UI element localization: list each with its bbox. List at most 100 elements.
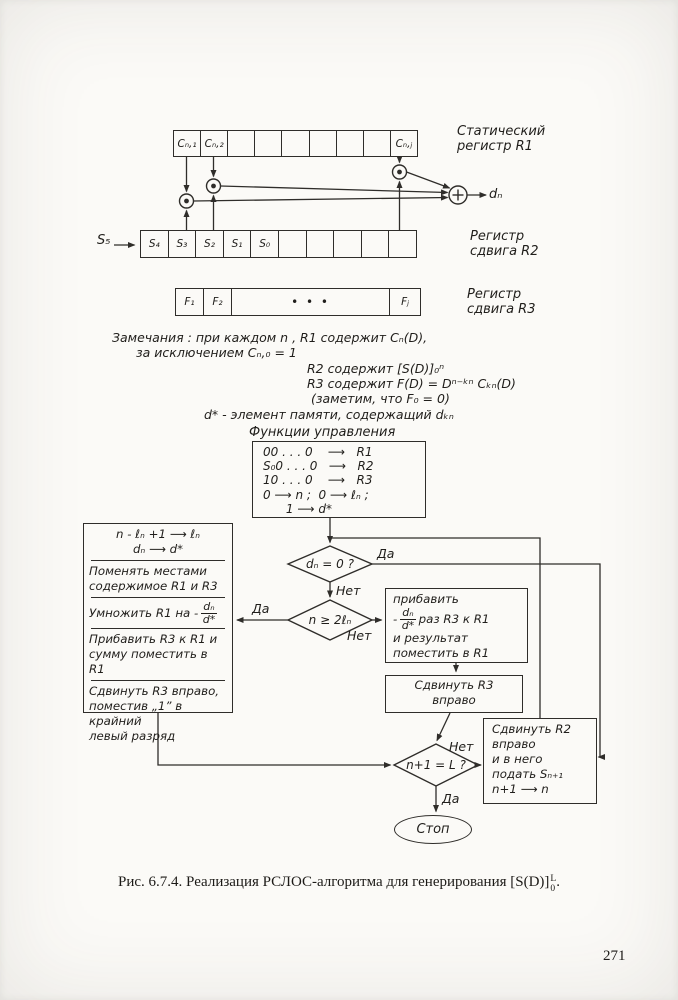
stop-label: Стоп [416, 822, 450, 837]
fraction-denominator: d* [202, 612, 216, 626]
stop-terminal: Стоп [394, 815, 472, 844]
caption-superscript: L [550, 874, 557, 884]
note-line-2: за исключением Cₙ,₀ = 1 [136, 345, 297, 360]
caption-text: Рис. 6.7.4. Реализация РСЛОС-алгоритма д… [118, 874, 550, 890]
adder-icon [448, 185, 468, 205]
addbox-fraction-line: - dₙ d* раз R3 к R1 [393, 607, 520, 631]
r1-cell [255, 131, 283, 156]
control-line-1: 00 . . . 0 ⟶ R1 [263, 445, 373, 459]
fraction-numerator: dₙ [400, 606, 416, 620]
swap-procedure-box: n - ℓₙ +1 ⟶ ℓₙ dₙ ⟶ d* Поменять местами … [83, 523, 233, 743]
shiftr3-line-2: вправо [432, 693, 476, 707]
mult2-to-adder-line [220, 185, 449, 196]
static-register-r1: Cₙ,₁ Cₙ,₂ Cₙ,ⱼ [173, 130, 418, 157]
r2-cell [334, 231, 362, 257]
s5-input-label: S₅ [97, 233, 111, 248]
fraction-denominator: d* [401, 618, 415, 632]
r2-cell: S₃ [169, 231, 197, 257]
mult3-to-adder-line [406, 171, 451, 189]
shiftr2-line-2: вправо [492, 737, 536, 751]
caption-subscript: 0 [550, 883, 556, 894]
divider [91, 680, 225, 682]
adder-circle [448, 185, 468, 205]
yes-label: Да [442, 791, 460, 806]
minus-sign: - [393, 611, 398, 626]
leftbox-line-4: содержимое R1 и R3 [89, 579, 218, 593]
divider [91, 628, 225, 630]
leftbox-line-8: Сдвинуть R3 вправо, [89, 684, 220, 699]
no-label: Нет [336, 583, 361, 598]
r1-label-line2: регистр R1 [457, 139, 533, 154]
note-line-4: R3 содержит F(D) = Dⁿ⁻ᵏⁿ Cₖₙ(D) [307, 376, 516, 391]
decision-dn-zero-label: dₙ = 0 ? [306, 557, 354, 571]
no-label: Нет [449, 739, 474, 754]
multiplier-icon [178, 193, 195, 209]
control-line-5: 1 ⟶ d* [263, 501, 332, 516]
yes-label: Да [252, 601, 270, 616]
decision-n1-L-label: n+1 = L ? [406, 758, 466, 772]
addbox-line-2-text: раз R3 к R1 [418, 611, 490, 626]
multiplier-dot [211, 183, 216, 189]
r2-cell: S₄ [141, 231, 169, 257]
multiplier-icon [391, 164, 408, 180]
control-title: Функции управления [249, 425, 396, 440]
multiplier-dot [184, 198, 189, 204]
r2-cell [389, 231, 416, 257]
fraction: dₙ d* [400, 606, 416, 632]
control-line-3: 10 . . . 0 ⟶ R3 [263, 473, 373, 488]
control-line-4: 0 ⟶ n ; 0 ⟶ ℓₙ ; [263, 487, 369, 502]
leftbox-multiply-line: Умножить R1 на - dₙ d* [89, 601, 227, 625]
addbox-line-3: и результат [393, 631, 468, 646]
r2-cell: S₁ [224, 231, 252, 257]
r1-register-label: Статический регистр R1 [457, 124, 545, 154]
r1-cell [337, 131, 364, 156]
r3-cell: F₂ [204, 289, 232, 315]
shift-register-r3: F₁ F₂ • • • Fⱼ [175, 288, 421, 316]
r1-cell: Cₙ,₁ [174, 131, 202, 156]
shiftr2-line-1: Сдвинуть R2 [492, 722, 571, 736]
r2-cell [279, 231, 307, 257]
r2-cell [362, 231, 390, 257]
r2-register-label: Регистр сдвига R2 [470, 229, 538, 259]
leftbox-line-3: Поменять местами [89, 564, 207, 578]
leftbox-line-1: n - ℓₙ +1 ⟶ ℓₙ [116, 527, 200, 541]
r2-cell [307, 231, 335, 257]
no-label: Нет [347, 628, 372, 643]
r3-cell: F₁ [176, 289, 204, 315]
r1-cell [364, 131, 391, 156]
leftbox-line-10: левый разряд [89, 729, 176, 744]
shift-register-r2: S₄ S₃ S₂ S₁ S₀ [140, 230, 417, 258]
shiftr2-line-5: n+1 ⟶ n [492, 782, 549, 796]
shift-r3-box: Сдвинуть R3 вправо [385, 675, 523, 713]
r1-cell [228, 131, 256, 156]
multiplier-dot [397, 169, 402, 175]
r2-cell: S₀ [251, 231, 279, 257]
divider [91, 560, 225, 561]
note-line-6: d* - элемент памяти, содержащий dₖₙ [204, 407, 454, 422]
fraction: dₙ d* [201, 600, 217, 626]
fraction-numerator: dₙ [201, 600, 217, 614]
addbox-line-4: поместить в R1 [393, 646, 490, 661]
r3-label-line2: сдвига R3 [467, 302, 536, 317]
r1-cell [282, 131, 310, 156]
caption-period: . [556, 874, 560, 890]
shiftr2-line-4: подать Sₙ₊₁ [492, 767, 564, 781]
multiplier-icon [205, 178, 222, 194]
multiplier-icons [178, 164, 408, 209]
shiftr2-line-3: и в него [492, 752, 543, 766]
shiftr3-to-d3-line [436, 712, 451, 742]
divider [91, 597, 225, 598]
r3-register-label: Регистр сдвига R3 [467, 287, 535, 317]
shift-r2-box: Сдвинуть R2 вправо и в него подать Sₙ₊₁ … [483, 718, 597, 804]
leftbox-line-2: dₙ ⟶ d* [133, 542, 183, 556]
addbox-line-1: прибавить [393, 592, 459, 606]
note-line-3: R2 содержит [S(D)]₀ⁿ [307, 361, 445, 376]
r3-cell: Fⱼ [401, 296, 409, 308]
page-number: 271 [603, 948, 626, 964]
control-box: 00 . . . 0 ⟶ R1 S₀0 . . . 0 ⟶ R2 10 . . … [252, 441, 426, 518]
r1-cell: Cₙ,ⱼ [395, 137, 413, 150]
r3-label-line1: Регистр [467, 287, 522, 302]
leftbox-line-6: Прибавить R3 к R1 и [89, 632, 218, 647]
yes-label: Да [377, 546, 395, 561]
